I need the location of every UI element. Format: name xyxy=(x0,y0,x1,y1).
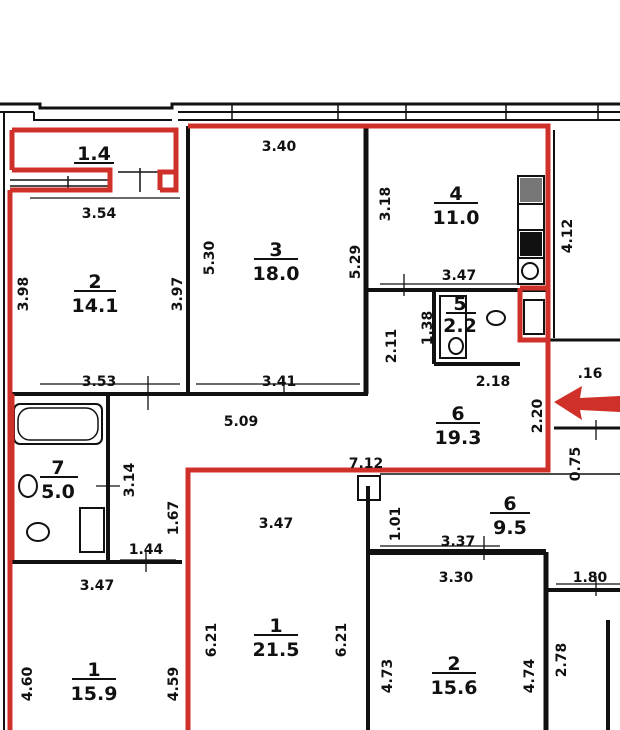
room-area: 9.5 xyxy=(493,517,527,539)
dimension-label: 2.78 xyxy=(554,643,570,678)
dimension-label: 3.53 xyxy=(82,374,117,390)
dimension-label: 1.01 xyxy=(388,507,404,542)
dimension-lines xyxy=(30,197,620,596)
dimension-label: 3.18 xyxy=(378,187,394,222)
dimension-label: 6.21 xyxy=(204,623,220,658)
dimension-label: 2.11 xyxy=(384,329,400,364)
room-area: 11.0 xyxy=(433,207,480,229)
dimension-label: 3.47 xyxy=(259,516,294,532)
dimension-label: 4.73 xyxy=(380,659,396,694)
dimension-label: 3.54 xyxy=(82,206,117,222)
room-number: 2 xyxy=(88,271,101,293)
room-number: 6 xyxy=(503,493,516,515)
dimension-label: 4.12 xyxy=(560,219,576,254)
room-number: 6 xyxy=(451,403,464,425)
room-number: 5 xyxy=(453,293,466,315)
room-area: 2.2 xyxy=(443,315,477,337)
dimension-label: 3.47 xyxy=(442,268,477,284)
dimension-label: 4.74 xyxy=(522,658,538,693)
room-area: 14.1 xyxy=(72,295,119,317)
appliance-fills xyxy=(520,178,542,256)
dimension-label: 7.12 xyxy=(349,456,384,472)
dimension-label: 2.18 xyxy=(476,374,511,390)
dimension-label: 5.30 xyxy=(202,240,218,275)
dimension-label: 3.40 xyxy=(262,139,297,155)
apartment-outline xyxy=(7,123,551,730)
walls xyxy=(0,102,620,730)
room-area: 15.9 xyxy=(71,683,118,705)
dimension-label: 3.30 xyxy=(439,570,474,586)
room-area: 19.3 xyxy=(435,427,482,449)
dimension-label: 3.14 xyxy=(122,462,138,497)
room-number: 1 xyxy=(87,659,100,681)
room-number: 7 xyxy=(51,457,64,479)
dimension-label: 3.41 xyxy=(262,374,297,390)
room-number: 2 xyxy=(447,653,460,675)
room-area: 21.5 xyxy=(253,639,300,661)
dimension-label: 3.97 xyxy=(170,277,186,312)
room-number: 4 xyxy=(449,183,462,205)
room-area: 18.0 xyxy=(253,263,300,285)
dimension-label: 1.67 xyxy=(166,501,182,536)
dimension-label: 3.37 xyxy=(441,534,476,550)
room-number: 1 xyxy=(269,615,282,637)
dimension-label: 0.75 xyxy=(568,447,584,482)
room-area: 5.0 xyxy=(41,481,75,503)
dimension-label: 5.09 xyxy=(224,414,259,430)
dimension-label: 1.80 xyxy=(573,570,608,586)
dimension-label: 3.98 xyxy=(16,277,32,312)
entrance-arrow-icon xyxy=(554,386,620,420)
room-labels: 2 14.1 3 18.0 4 11.0 5 2.2 6 19.3 7 5.0 … xyxy=(40,143,530,705)
dimension-label: 2.20 xyxy=(530,398,546,433)
dimension-labels: 3.40 3.54 3.47 3.53 3.41 5.09 2.18 .16 7… xyxy=(80,139,608,594)
dimension-label: .16 xyxy=(578,366,603,382)
dimension-label: 1.44 xyxy=(129,542,164,558)
dimension-labels-vertical: 3.98 3.97 5.30 5.29 3.18 4.12 1.38 2.11 … xyxy=(16,187,584,702)
room-area: 15.6 xyxy=(431,677,478,699)
dimension-label: 4.59 xyxy=(166,667,182,702)
dimension-label: 3.47 xyxy=(80,578,115,594)
room-area: 1.4 xyxy=(77,143,111,165)
dimension-label: 4.60 xyxy=(20,666,36,701)
dimension-label: 6.21 xyxy=(334,623,350,658)
dimension-label: 1.38 xyxy=(420,311,436,346)
dimension-label: 5.29 xyxy=(348,245,364,280)
room-number: 3 xyxy=(269,239,282,261)
